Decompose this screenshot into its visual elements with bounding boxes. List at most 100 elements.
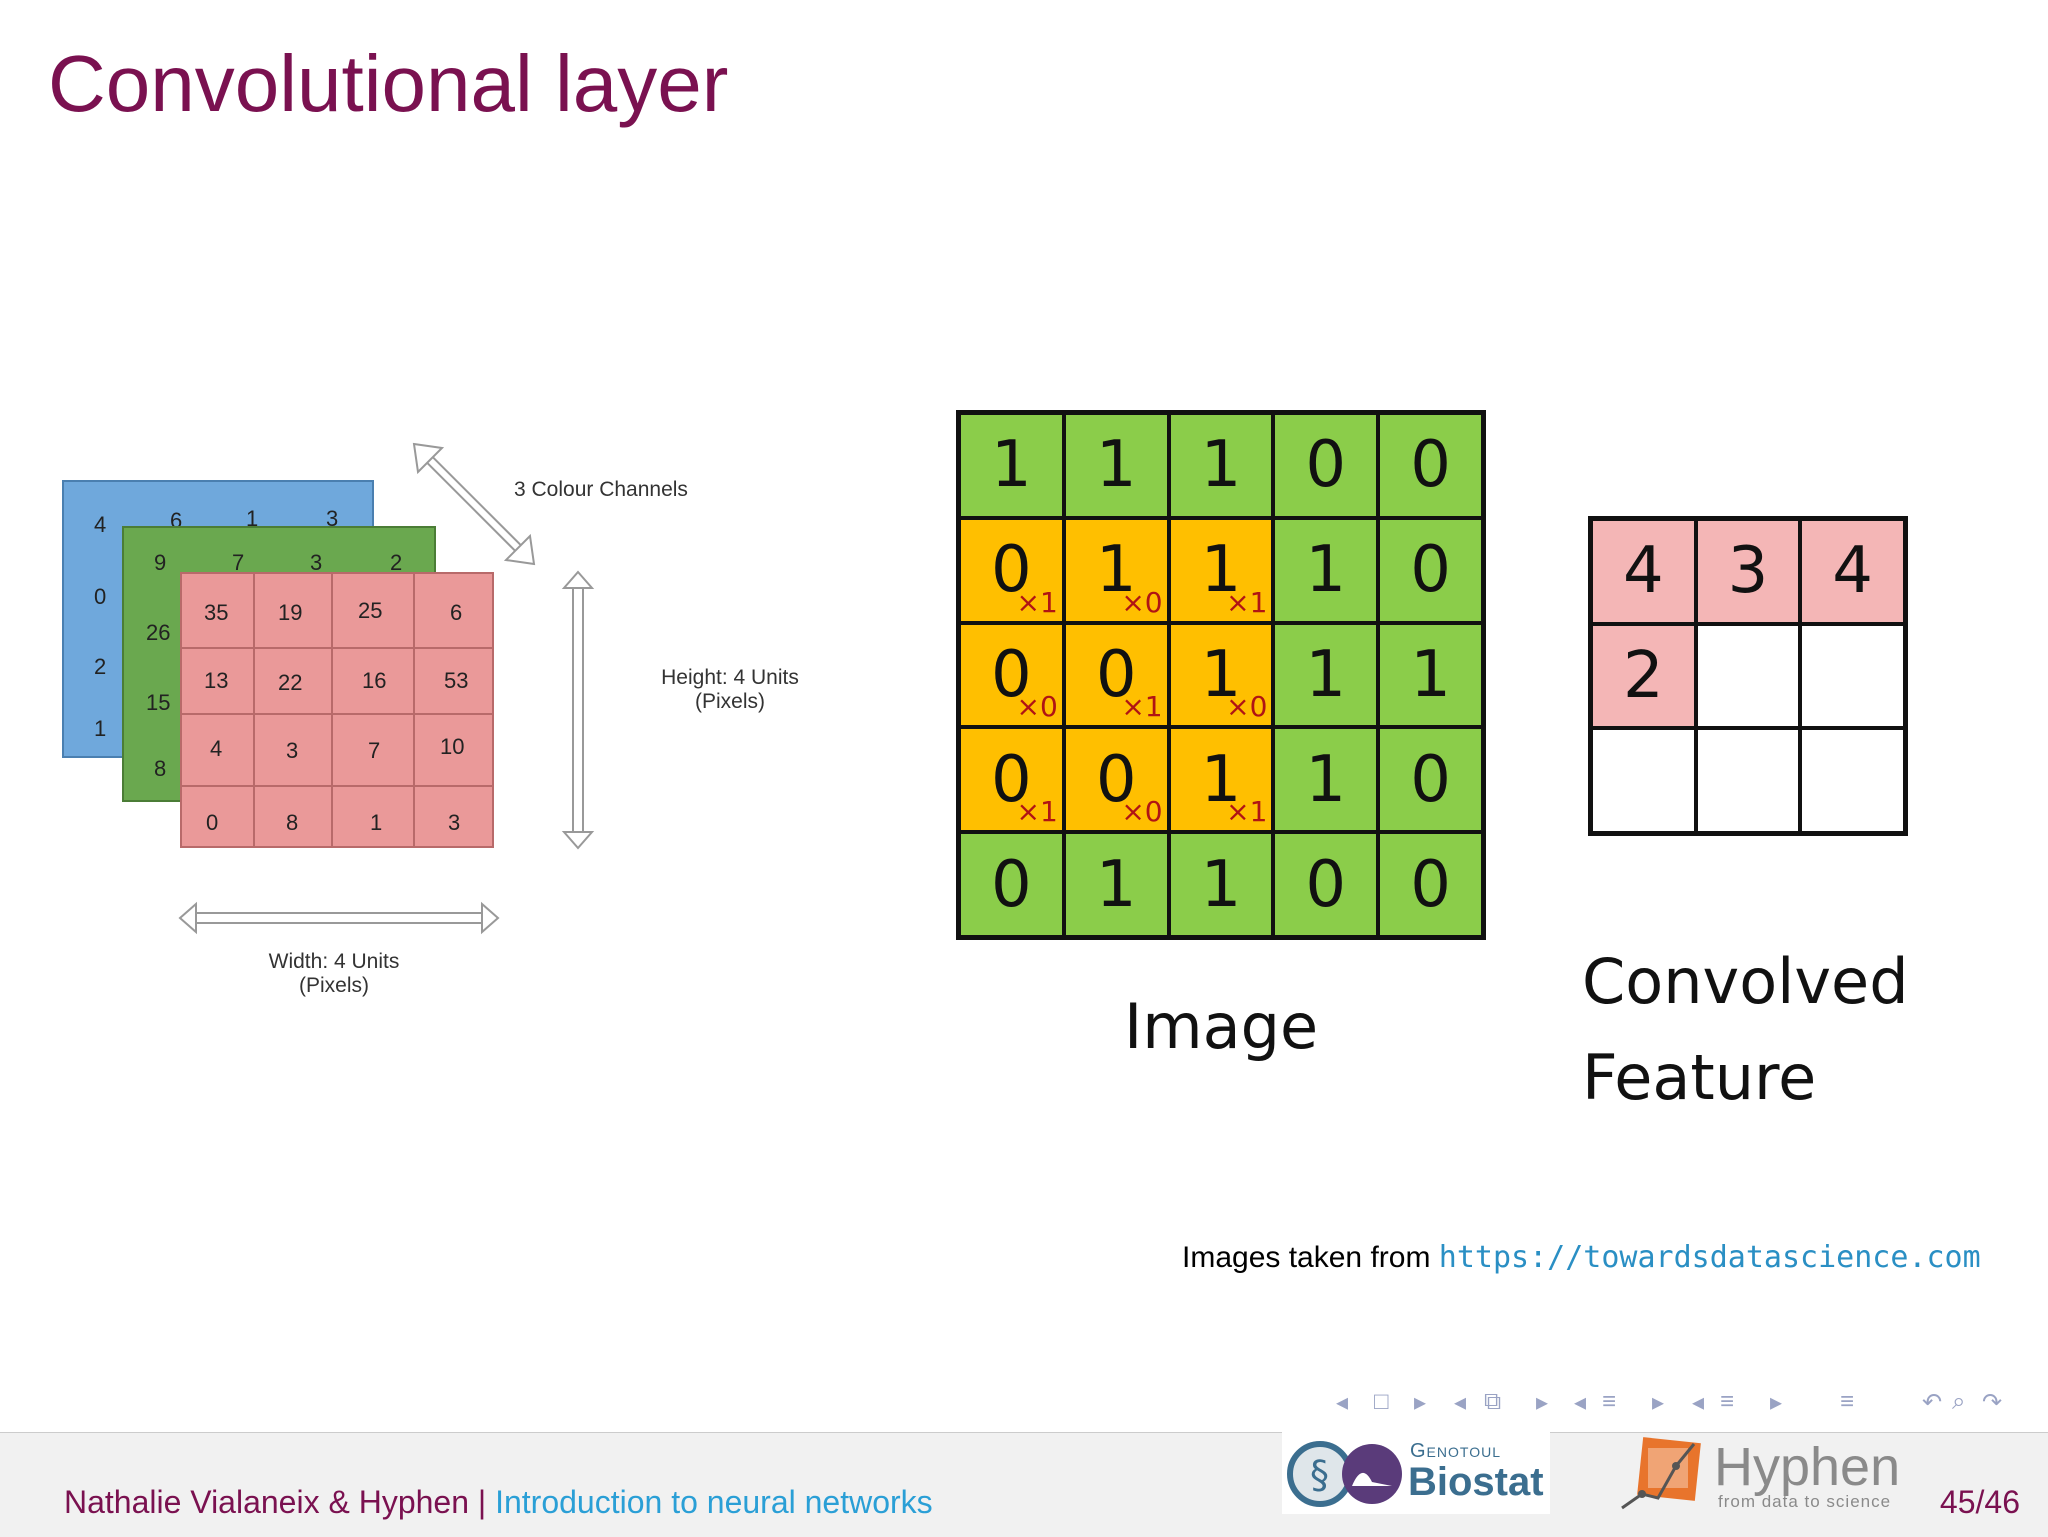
feature-caption-line2: Feature	[1582, 1041, 1817, 1114]
feature-cell: 4	[1800, 519, 1905, 624]
nav-back-icon[interactable]: ↶	[1922, 1389, 1943, 1416]
slide-title: Convolutional layer	[48, 39, 729, 128]
image-cell: 1	[1378, 622, 1483, 728]
red-cell: 35	[204, 600, 229, 625]
svg-text:§: §	[1310, 1453, 1329, 1497]
image-cell: 1	[1168, 832, 1274, 937]
feature-cell-value: 4	[1622, 534, 1664, 609]
kernel-weight: ×1	[1121, 690, 1163, 724]
nav-next-document-icon[interactable]: ▸	[1770, 1389, 1783, 1416]
nav-prev-subsection-icon[interactable]: ◂	[1454, 1389, 1467, 1416]
height-label-line1: Height: 4 Units	[661, 666, 799, 689]
image-cell: 0	[1378, 832, 1483, 937]
blue-cell: 1	[94, 716, 107, 741]
image-cell-value: 0	[991, 742, 1032, 817]
feature-cell	[1695, 728, 1801, 833]
image-cell-value: 1	[991, 428, 1032, 503]
image-cell-value: 0	[1305, 847, 1347, 922]
nav-document-icon[interactable]: ≡	[1720, 1388, 1735, 1415]
red-cell: 13	[204, 668, 229, 693]
image-cell-value: 0	[1095, 742, 1137, 817]
height-label: Height: 4 Units (Pixels)	[630, 666, 830, 714]
feature-caption-line1: Convolved	[1582, 945, 1909, 1018]
width-arrow-icon	[178, 901, 500, 935]
image-cell: 1×0	[1063, 517, 1169, 623]
genotoul-biostat-logo: § Genotoul Biostat	[1282, 1432, 1550, 1514]
image-cell: 1×1	[1168, 727, 1274, 833]
image-cell-value: 0	[1410, 428, 1451, 503]
nav-appendix-icon[interactable]: ≡	[1840, 1388, 1855, 1415]
image-caption: Image	[1124, 990, 1319, 1063]
red-cell: 3	[286, 738, 299, 763]
kernel-weight: ×1	[1226, 585, 1268, 619]
kernel-weight: ×1	[1016, 585, 1058, 619]
image-cell-value: 0	[991, 533, 1032, 608]
image-cell: 1	[959, 413, 1064, 518]
nav-subsection-icon[interactable]: ⧉	[1484, 1388, 1502, 1415]
image-cell: 1	[1168, 413, 1274, 518]
green-cell: 26	[146, 620, 171, 645]
image-cell-value: 1	[1200, 847, 1242, 922]
nav-next-section-icon[interactable]: ▸	[1652, 1389, 1665, 1416]
blue-cell: 3	[326, 506, 339, 531]
image-cell-value: 1	[1095, 533, 1137, 608]
biostat-logo-icon: §	[1287, 1441, 1402, 1507]
nav-next-subsection-icon[interactable]: ▸	[1536, 1389, 1549, 1416]
image-cell-value: 1	[1200, 428, 1242, 503]
red-cell: 3	[448, 810, 461, 835]
image-credit: Images taken from https://towardsdatasci…	[1182, 1240, 1981, 1275]
footer-talk-title: Introduction to neural networks	[495, 1484, 933, 1520]
nav-section-icon[interactable]: ≡	[1602, 1388, 1617, 1415]
image-cell: 0×0	[959, 622, 1064, 728]
image-cell-value: 0	[1095, 637, 1137, 712]
green-cell: 15	[146, 690, 171, 715]
depth-arrow-icon	[412, 442, 536, 566]
feature-cell-value: 2	[1622, 638, 1664, 713]
red-grid-lines	[182, 574, 492, 846]
credit-link[interactable]: https://towardsdatascience.com	[1438, 1240, 1981, 1275]
red-cell: 19	[278, 600, 303, 625]
feature-cell	[1591, 728, 1696, 833]
blue-cell: 2	[94, 654, 107, 679]
image-cell-value: 1	[1095, 428, 1137, 503]
width-label-line2: (Pixels)	[298, 974, 369, 997]
biostat-logo-bottom: Biostat	[1408, 1460, 1544, 1504]
height-label-line2: (Pixels)	[694, 690, 765, 713]
image-cell-value: 1	[1305, 742, 1347, 817]
red-cell: 6	[450, 600, 463, 625]
image-cell-value: 1	[1200, 742, 1242, 817]
green-cell: 9	[154, 550, 167, 575]
nav-frame-icon[interactable]: □	[1374, 1388, 1389, 1415]
image-cell-value: 1	[1305, 637, 1347, 712]
red-cell: 53	[444, 668, 469, 693]
feature-cell: 4	[1591, 519, 1696, 624]
nav-next-frame-icon[interactable]: ▸	[1414, 1389, 1427, 1416]
nav-forward-icon[interactable]: ↷	[1982, 1389, 2003, 1416]
green-cell: 8	[154, 756, 167, 781]
nav-prev-section-icon[interactable]: ◂	[1574, 1389, 1587, 1416]
width-label-line1: Width: 4 Units	[268, 950, 400, 973]
page-number: 45/46	[1939, 1484, 2020, 1520]
hyphen-logo-tagline: from data to science	[1718, 1492, 1892, 1511]
green-cell: 2	[390, 550, 403, 575]
red-cell: 22	[278, 670, 303, 695]
red-cell: 10	[440, 734, 465, 759]
nav-search-icon[interactable]: ⌕	[1952, 1388, 1966, 1415]
green-cell: 3	[310, 550, 323, 575]
image-cell-value: 1	[1305, 533, 1347, 608]
blue-cell: 4	[94, 512, 107, 537]
image-cell: 1×1	[1168, 517, 1274, 623]
biostat-logo-top: Genotoul	[1410, 1440, 1501, 1462]
beamer-navigation: ◂ □ ▸ ◂ ⧉ ▸ ◂ ≡ ▸ ◂ ≡ ▸ ≡ ↶ ⌕ ↷	[1336, 1388, 2036, 1418]
image-cell: 1	[1273, 622, 1379, 728]
green-cell: 7	[232, 550, 245, 575]
nav-prev-frame-icon[interactable]: ◂	[1336, 1389, 1349, 1416]
hyphen-logo-name: Hyphen	[1714, 1437, 1901, 1497]
feature-cell-value: 3	[1727, 534, 1769, 609]
image-cell-value: 1	[1095, 847, 1137, 922]
kernel-weight: ×0	[1121, 795, 1163, 829]
nav-prev-document-icon[interactable]: ◂	[1692, 1389, 1705, 1416]
hyphen-logo: Hyphen from data to science	[1618, 1436, 1901, 1516]
